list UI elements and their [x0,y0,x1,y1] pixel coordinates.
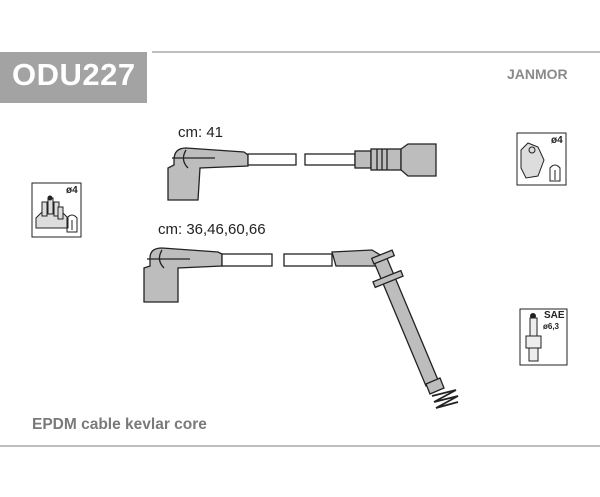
spark-plug-diameter: ø6,3 [543,322,560,331]
distributor-diameter: ø4 [66,185,78,196]
spark-plug-standard: SAE [544,310,565,321]
cable-description: EPDM cable kevlar core [32,416,207,433]
ignition-coil-icon [516,132,567,186]
cable-length-label: cm: 36,46,60,66 [158,221,266,238]
spark-plug-icon [519,308,568,366]
cable-coil-lead [167,143,437,201]
coil-diameter: ø4 [551,135,563,146]
distributor-cap-icon [31,182,82,238]
brand-name: JANMOR [507,66,568,82]
part-number: ODU227 [12,57,136,92]
cable-length-label: cm: 41 [178,124,224,141]
cable-plug-lead [143,247,459,409]
part-number-banner [0,52,147,103]
